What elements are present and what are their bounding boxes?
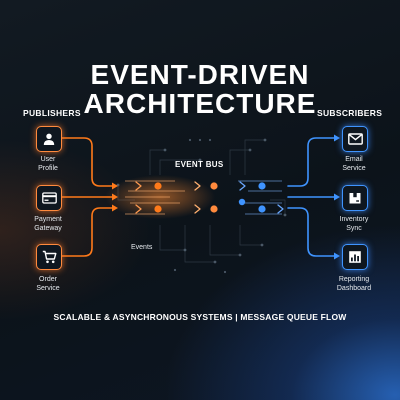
user-icon <box>43 133 55 145</box>
order-service-node <box>36 244 62 270</box>
payment-gateway-label-line2: Gateway <box>34 225 62 232</box>
box-icon <box>349 193 361 204</box>
user-profile-node <box>36 126 62 152</box>
payment-gateway-label-line1: Payment <box>34 216 62 223</box>
bus-streaks-blue <box>238 180 282 215</box>
bar-chart-icon <box>349 251 361 263</box>
inventory-sync-node <box>342 185 368 211</box>
event-messages <box>154 182 266 213</box>
footer-tagline: SCALABLE & ASYNCHRONOUS SYSTEMS | MESSAG… <box>53 312 347 322</box>
order-service-label-line2: Service <box>36 285 60 292</box>
publisher-connectors <box>61 137 114 257</box>
title-line-1: EVENT-DRIVEN <box>90 59 310 90</box>
user-profile-label-line2: Profile <box>38 165 58 172</box>
subscribers-heading: SUBSCRIBERS <box>317 108 383 118</box>
reporting-dashboard-node <box>342 244 368 270</box>
subscriber-connectors <box>287 137 335 257</box>
card-icon <box>41 192 57 204</box>
email-service-label-line2: Service <box>342 165 366 172</box>
envelope-icon <box>347 133 363 145</box>
order-service-label-line1: Order <box>39 276 57 283</box>
event-bus-label: EVENT BUS <box>175 160 224 169</box>
reporting-dashboard-label-line2: Dashboard <box>336 285 372 292</box>
subscriber-arrowheads <box>334 134 340 260</box>
email-service-node <box>342 126 368 152</box>
bus-beams <box>119 185 286 210</box>
bus-streaks <box>125 180 185 215</box>
inventory-sync-label-line2: Sync <box>346 225 362 232</box>
payment-gateway-node <box>36 185 62 211</box>
publishers-heading: PUBLISHERS <box>23 108 81 118</box>
reporting-dashboard-label-line1: Reporting <box>338 276 370 283</box>
events-label: Events <box>131 244 153 251</box>
inventory-sync-label-line1: Inventory <box>339 216 369 223</box>
bus-chevrons <box>135 181 284 214</box>
email-service-label-line1: Email <box>345 156 363 163</box>
title-line-2: ARCHITECTURE <box>83 88 317 119</box>
user-profile-label-line1: User <box>40 156 56 163</box>
cart-icon <box>42 250 56 264</box>
